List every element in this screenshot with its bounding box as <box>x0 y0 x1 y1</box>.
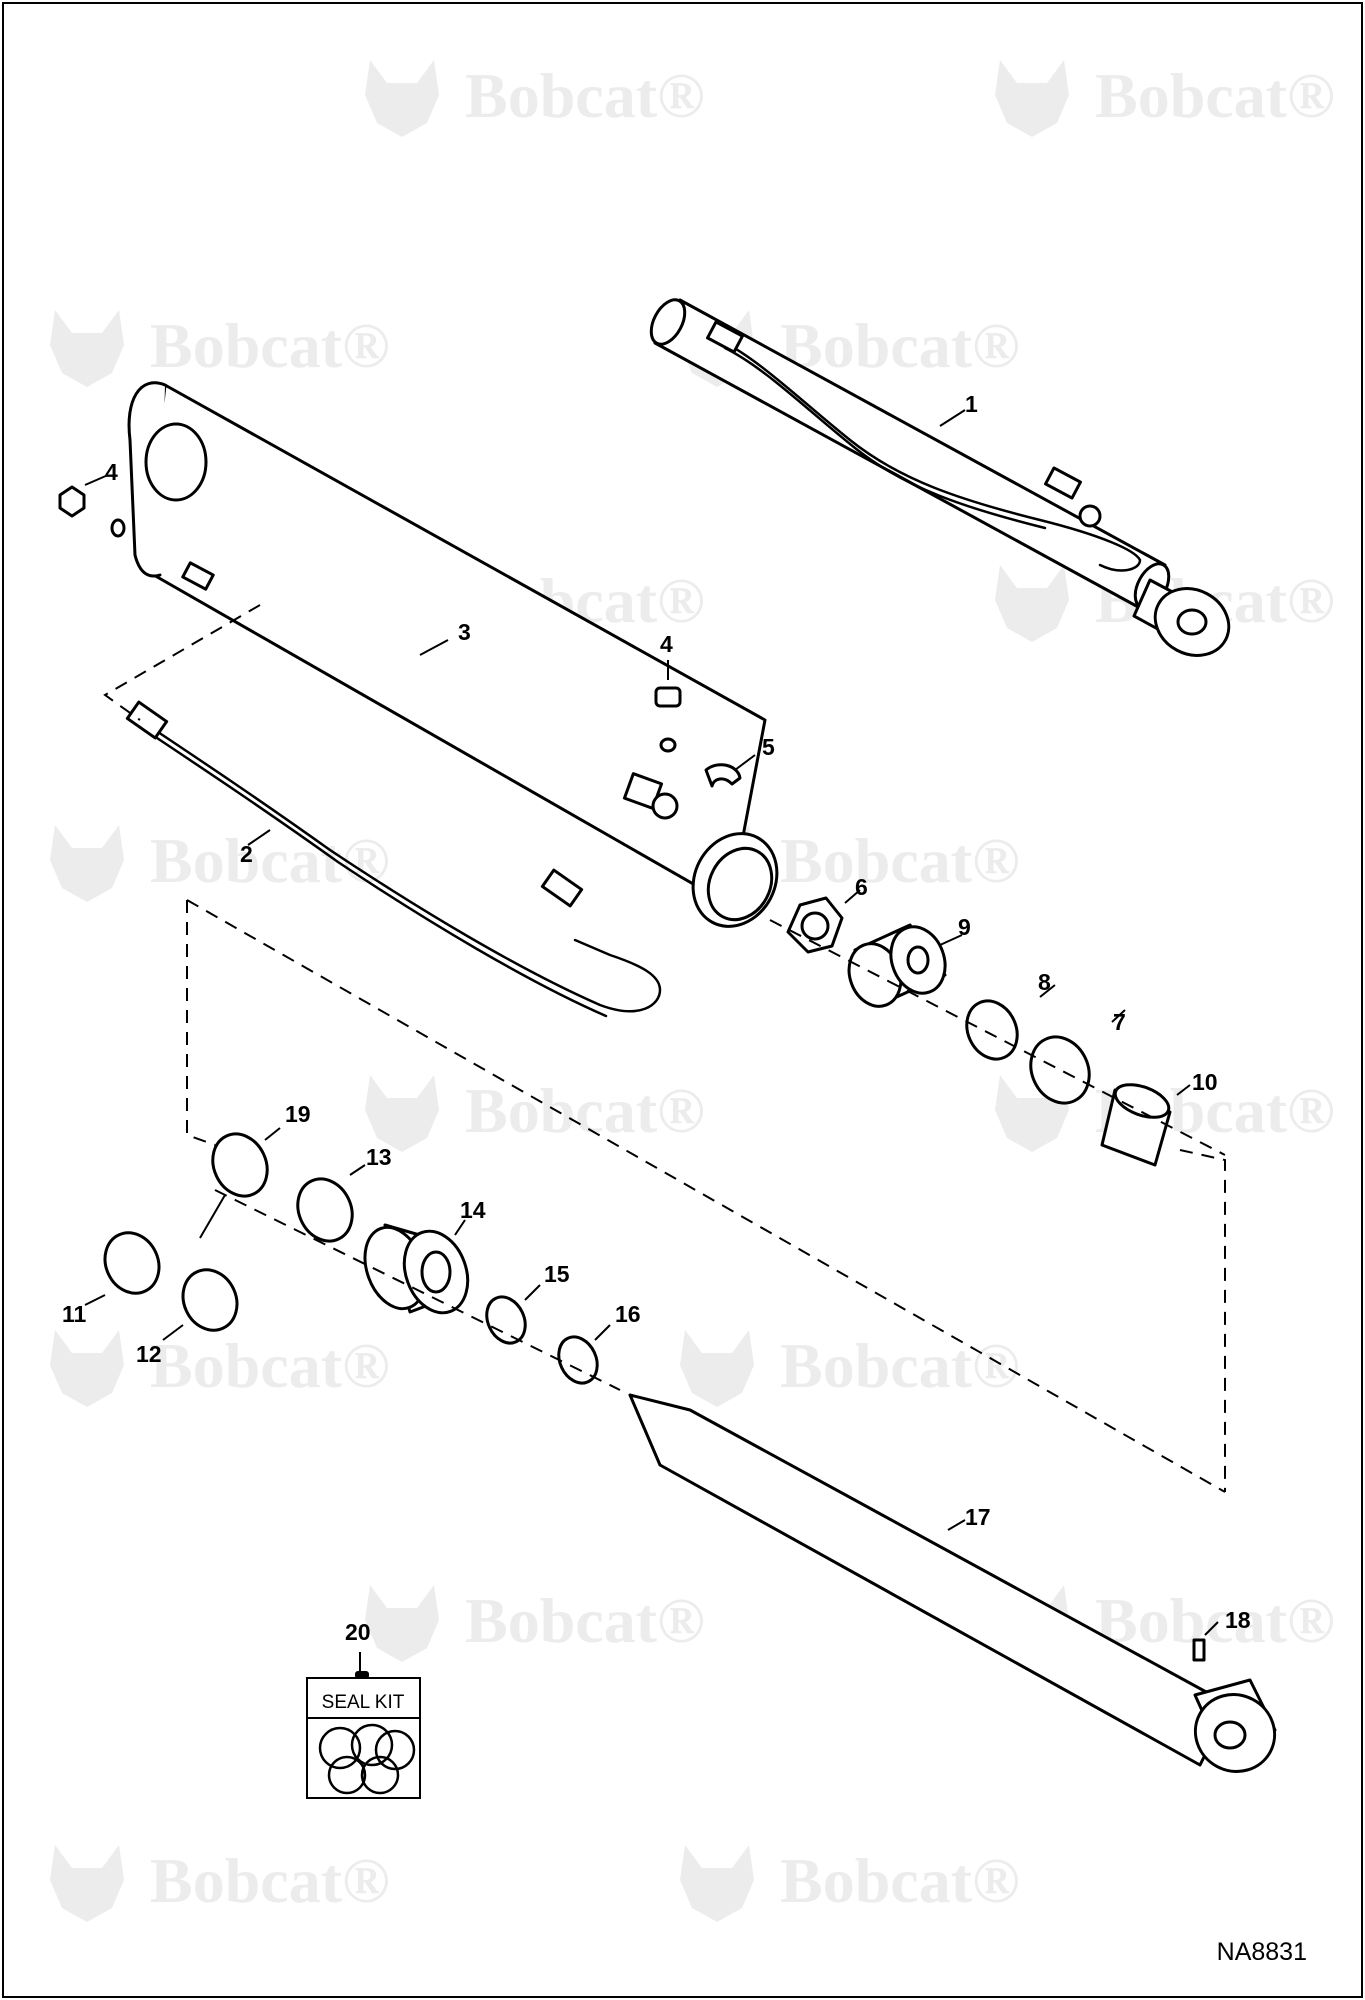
callout-19: 19 <box>285 1101 311 1127</box>
callout-labels: 1 2 3 4 4 5 6 7 8 9 10 11 12 13 14 15 16… <box>62 391 1251 1645</box>
bobcat-wordmark: Bobcat® <box>465 1075 705 1146</box>
callout-4-top-left: 4 <box>105 459 118 485</box>
bobcat-head-icon <box>995 565 1069 642</box>
part-7-ring <box>1029 1035 1091 1105</box>
callout-20: 20 <box>345 1619 371 1645</box>
drawing-number: NA8831 <box>1217 1938 1307 1966</box>
bobcat-head-icon <box>680 1330 754 1407</box>
assembly-path-upper <box>186 899 1226 1493</box>
callout-14: 14 <box>460 1197 486 1223</box>
bobcat-wordmark: Bobcat® <box>780 310 1020 381</box>
callout-16: 16 <box>615 1301 641 1327</box>
bobcat-wordmark: Bobcat® <box>465 60 705 131</box>
part-8-ring <box>965 999 1019 1061</box>
bobcat-wordmark: Bobcat® <box>1095 60 1335 131</box>
part-6-nut <box>786 896 844 954</box>
callout-13: 13 <box>366 1144 392 1170</box>
watermark-layer: Bobcat® Bobcat® Bobcat® Bobcat® Bobcat® Bobca… <box>50 60 1335 1922</box>
bobcat-wordmark: Bobcat® <box>465 1585 705 1656</box>
callout-9: 9 <box>958 914 971 940</box>
assembly-path-tube-fittings <box>103 604 261 721</box>
seal-kit-box: SEAL KIT <box>306 1671 421 1799</box>
callout-10: 10 <box>1192 1069 1218 1095</box>
part-3-cylinder-barrel <box>127 381 779 928</box>
bobcat-head-icon <box>995 60 1069 137</box>
bobcat-head-icon <box>50 1330 124 1407</box>
part-1-cylinder-assembly <box>649 298 1231 657</box>
bobcat-logo-watermark: Bobcat® <box>680 1330 1020 1407</box>
part-2-hydraulic-tube <box>125 700 662 1018</box>
bobcat-wordmark: Bobcat® <box>1095 1585 1335 1656</box>
bobcat-logo-watermark: Bobcat® <box>50 1330 390 1407</box>
bobcat-wordmark: Bobcat® <box>780 825 1020 896</box>
bobcat-logo-watermark: Bobcat® <box>50 310 390 387</box>
bobcat-head-icon <box>365 1075 439 1152</box>
bobcat-wordmark: Bobcat® <box>780 1845 1020 1916</box>
part-13-ring <box>296 1177 354 1243</box>
part-4-plug-center <box>654 686 682 753</box>
part-15-seal <box>485 1295 527 1345</box>
bobcat-wordmark: Bobcat® <box>150 1330 390 1401</box>
bobcat-logo-watermark: Bobcat® <box>680 1845 1020 1922</box>
assembly-path-left <box>186 900 216 1146</box>
part-17-rod <box>628 1393 1277 1773</box>
part-18-grease-fitting <box>1192 1638 1206 1662</box>
callout-6: 6 <box>855 874 868 900</box>
callout-1: 1 <box>965 391 978 417</box>
part-10-bushing <box>1100 1083 1172 1167</box>
part-4-plug-top-left <box>58 485 126 538</box>
part-14-gland <box>363 1223 470 1315</box>
bobcat-logo-watermark: Bobcat® <box>365 60 705 137</box>
part-11-ring <box>103 1231 161 1295</box>
part-12-ring <box>181 1268 239 1332</box>
callout-5: 5 <box>762 734 775 760</box>
seal-kit-rings-icon <box>318 1723 416 1795</box>
assembly-path-right <box>1179 1149 1226 1492</box>
callout-3: 3 <box>458 619 471 645</box>
bobcat-wordmark: Bobcat® <box>150 1845 390 1916</box>
bobcat-head-icon <box>50 1845 124 1922</box>
callout-12: 12 <box>136 1341 162 1367</box>
bobcat-logo-watermark: Bobcat® <box>50 1845 390 1922</box>
bobcat-head-icon <box>365 60 439 137</box>
seal-kit-label: SEAL KIT <box>322 1692 405 1713</box>
callout-2: 2 <box>240 841 253 867</box>
bobcat-wordmark: Bobcat® <box>780 1330 1020 1401</box>
callout-17: 17 <box>965 1504 991 1530</box>
bobcat-head-icon <box>680 1845 754 1922</box>
bobcat-logo-watermark: Bobcat® <box>365 1585 705 1662</box>
bobcat-wordmark: Bobcat® <box>150 310 390 381</box>
bobcat-head-icon <box>365 1585 439 1662</box>
bobcat-logo-watermark: Bobcat® <box>50 825 390 902</box>
bobcat-head-icon <box>50 310 124 387</box>
callout-7: 7 <box>1113 1009 1126 1035</box>
bobcat-logo-watermark: Bobcat® <box>365 1075 705 1152</box>
callout-4-center: 4 <box>660 631 673 657</box>
leader-lines <box>84 409 1219 1672</box>
part-19-ring <box>211 1132 269 1198</box>
callout-15: 15 <box>544 1261 570 1287</box>
part-5-clamp <box>704 763 742 788</box>
bobcat-head-icon <box>50 825 124 902</box>
bobcat-wordmark: Bobcat® <box>150 825 390 896</box>
callout-18: 18 <box>1225 1607 1251 1633</box>
bobcat-logo-watermark: Bobcat® <box>995 60 1335 137</box>
part-9-piston <box>847 923 947 1008</box>
callout-8: 8 <box>1038 969 1051 995</box>
callout-11: 11 <box>62 1301 87 1327</box>
part-16-seal <box>557 1335 599 1385</box>
assembly-path-main-axis <box>214 919 1226 1391</box>
